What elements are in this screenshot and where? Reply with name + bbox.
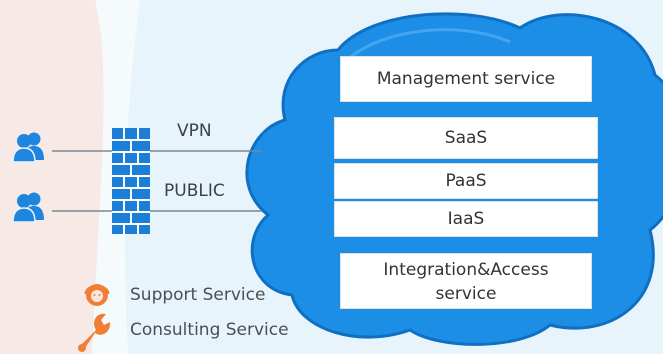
support-service-label: Support Service (130, 285, 266, 305)
saas-layer: SaaS (334, 117, 598, 159)
wrench-consulting-icon (78, 313, 111, 352)
management-service-layer: Management service (340, 56, 592, 102)
paas-layer: PaaS (334, 163, 598, 199)
integration-access-label: Integration&Access service (383, 260, 549, 304)
headset-support-icon (84, 284, 110, 306)
iaas-label: IaaS (447, 209, 485, 229)
firewall-brick-icon (112, 128, 150, 234)
public-label: PUBLIC (164, 181, 225, 201)
iaas-layer: IaaS (334, 201, 598, 237)
user-group-icon (12, 132, 44, 163)
user-group-icon (12, 192, 44, 223)
integration-access-layer: Integration&Access service (340, 253, 592, 309)
paas-label: PaaS (445, 171, 487, 191)
management-service-label: Management service (376, 69, 556, 89)
consulting-service-label: Consulting Service (130, 320, 289, 340)
saas-label: SaaS (444, 128, 488, 148)
vpn-label: VPN (177, 121, 212, 141)
